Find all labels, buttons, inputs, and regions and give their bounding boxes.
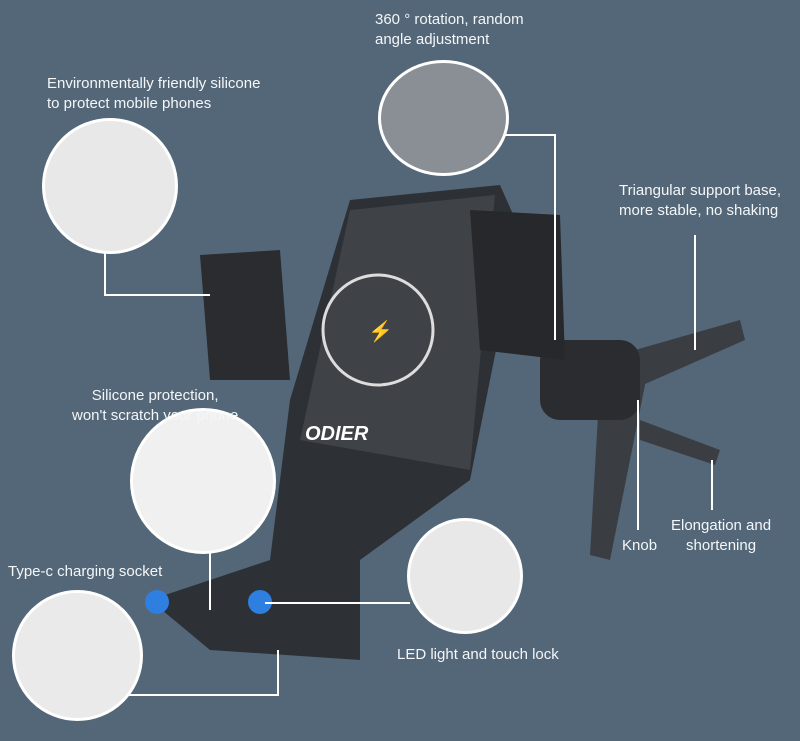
charging-icon: ⚡ [368,319,393,343]
typec-label: Type-c charging socket [8,563,163,580]
silicone-detail-image [42,118,178,254]
right-led [248,590,272,614]
left-arm [200,250,290,380]
knob-label: Knob [622,537,658,554]
charging-coil-ring [321,273,435,387]
brand-logo: ODIER [305,423,369,445]
right-arm [470,210,565,360]
led-detail-image [407,518,523,634]
rotation-detail-image [378,60,509,176]
triangular-label: Triangular support base,more stable, no … [619,182,782,219]
protection-label: Silicone protection,won't scratch your p… [72,387,239,424]
led-label: LED light and touch lock [397,646,559,663]
left-led [145,590,169,614]
protection-detail-image [130,408,276,554]
typec-detail-image [12,590,143,721]
